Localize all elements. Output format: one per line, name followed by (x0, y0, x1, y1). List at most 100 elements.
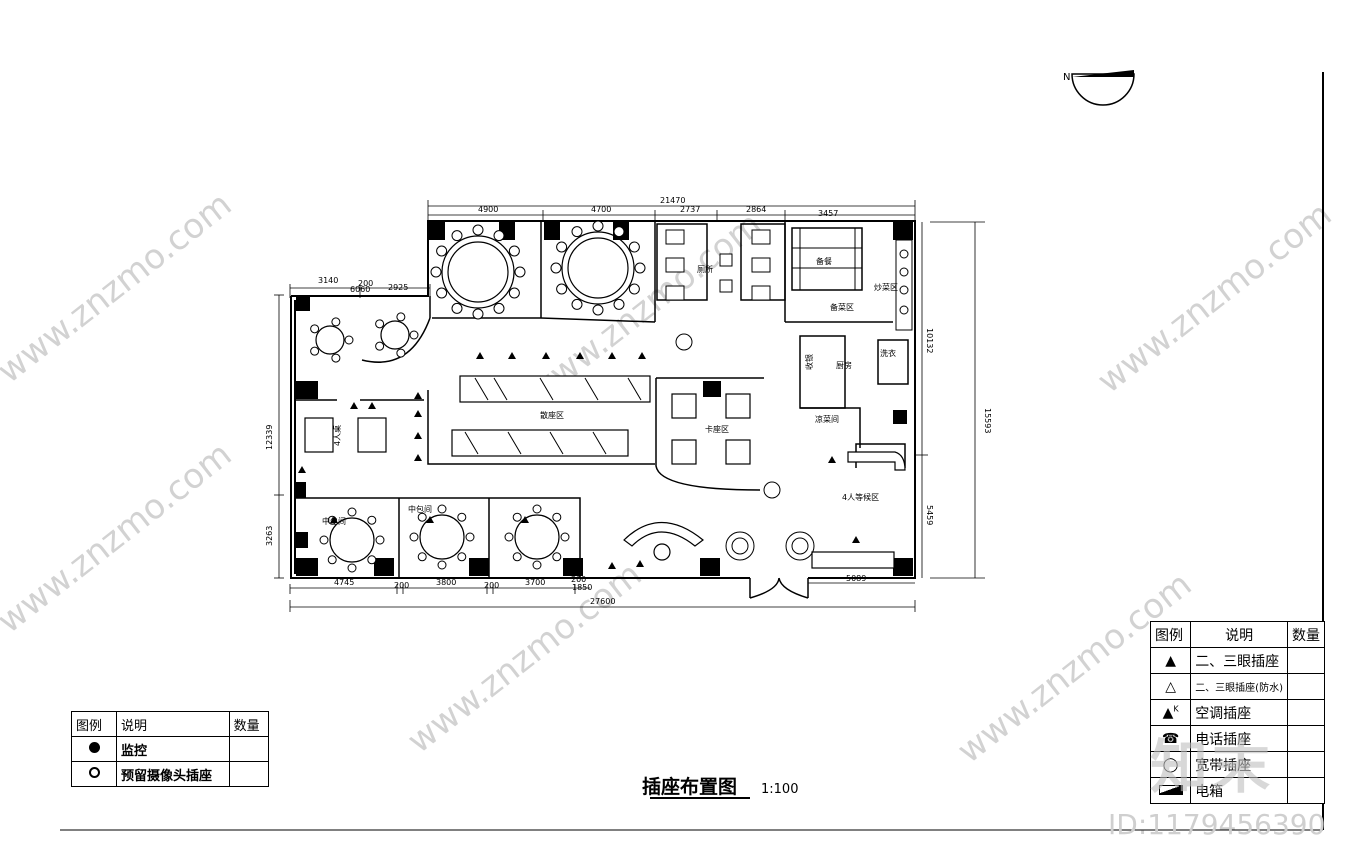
dim-bottom-1: 4745 (334, 578, 354, 587)
chair (514, 266, 526, 278)
label-storage: 备餐 (816, 256, 832, 266)
chair (512, 512, 522, 522)
socket-icon (350, 402, 358, 409)
socket-icon (608, 352, 616, 359)
chair (451, 230, 463, 242)
chair (504, 532, 514, 542)
plan-title: 插座布置图 (642, 776, 738, 798)
chair (560, 532, 570, 542)
socket-icon (636, 560, 644, 567)
dim-left-small: 3263 (265, 526, 274, 546)
camera-socket-icon (88, 766, 100, 778)
chair (417, 512, 427, 522)
chair (409, 330, 419, 340)
chair (571, 226, 583, 238)
dim-bottom-2: 200 (394, 581, 409, 590)
round-tables (315, 231, 635, 563)
socket-icon (298, 486, 306, 493)
chair (396, 348, 406, 358)
socket-icon (476, 352, 484, 359)
socket-icons (298, 352, 860, 569)
socket-icon (330, 516, 338, 523)
chair (331, 317, 341, 327)
chair (451, 302, 463, 314)
legend-row-qty (1287, 777, 1325, 804)
dim-top-5: 3457 (818, 209, 838, 218)
chairs (310, 220, 646, 573)
label-cold: 凉菜间 (815, 414, 839, 424)
socket-icon (426, 516, 434, 523)
chair (556, 283, 568, 295)
dimension-lines (274, 200, 985, 612)
label-cashier: 收银 (804, 354, 814, 370)
label-four-seat: 4人桌 (332, 425, 342, 446)
chair (367, 555, 377, 565)
dim-top-3: 2737 (680, 205, 700, 214)
dim-left-side: 12339 (265, 425, 274, 450)
legend-socket-table: 图例 说明 数量 ▲ 二、三眼插座 △ 二、三眼插座(防水) ▲K 空调插座 ☎… (1149, 621, 1325, 804)
chair (552, 512, 562, 522)
dimension-labels: 21470 4900 4700 2737 2864 3457 3140 200 … (265, 196, 992, 606)
phone-socket-icon: ☎ (1161, 730, 1180, 747)
socket-icon (576, 352, 584, 359)
legend-header-symbol: 图例 (1149, 621, 1192, 648)
socket-icon (542, 352, 550, 359)
legend-row-qty (1287, 725, 1325, 752)
chair (628, 283, 640, 295)
stove-row (895, 239, 913, 331)
electric-box-icon (1158, 784, 1183, 795)
legend-row-qty (228, 761, 270, 787)
legend-header-qty: 数量 (228, 711, 270, 737)
dim-left-top-4: 2925 (388, 283, 408, 292)
legend-row-qty (1287, 673, 1325, 700)
legend-row-label: 二、三眼插座(防水) (1190, 673, 1288, 700)
label-private-room-2: 中包间 (408, 504, 432, 514)
chair (347, 563, 357, 573)
socket-icon (608, 562, 616, 569)
chair (319, 535, 329, 545)
socket-icon (414, 454, 422, 461)
room-labels: 厕所 备餐 备菜区 炒菜区 洗衣 厨房 凉菜间 散座区 卡座区 4人桌 中包间 … (322, 256, 898, 526)
label-restroom: 厕所 (697, 264, 713, 274)
chair (457, 552, 467, 562)
legend-row-qty (1287, 751, 1325, 778)
hall-tables (304, 375, 751, 465)
dim-bottom-total: 27600 (590, 597, 615, 606)
outer-walls (290, 220, 916, 579)
chair (347, 507, 357, 517)
label-hall: 散座区 (540, 410, 564, 420)
toilet-fixtures (665, 229, 771, 301)
socket-icon (638, 352, 646, 359)
dim-top-2: 4700 (591, 205, 611, 214)
storage-racks (792, 228, 862, 290)
dim-bottom-5: 3700 (525, 578, 545, 587)
dim-right-upper: 10132 (925, 328, 934, 353)
legend-row-qty (228, 736, 270, 762)
label-prep: 备菜区 (830, 302, 854, 312)
legend-header-qty: 数量 (1287, 621, 1325, 648)
legend-row-label: 监控 (116, 736, 230, 762)
chair (472, 224, 484, 236)
socket-icon (298, 466, 306, 473)
chair (508, 287, 520, 299)
chair (437, 504, 447, 514)
chair (331, 353, 341, 363)
chair (327, 555, 337, 565)
label-kitchen: 厨房 (836, 360, 852, 370)
chair (532, 560, 542, 570)
chair (592, 220, 604, 232)
sofa (623, 451, 906, 569)
label-wok: 炒菜区 (874, 282, 898, 292)
camera-icon (88, 741, 100, 753)
chair (367, 515, 377, 525)
chair (310, 324, 320, 334)
legend-row-label: 电箱 (1190, 777, 1288, 804)
legend-header-desc: 说明 (1190, 621, 1288, 648)
chair (532, 504, 542, 514)
dim-bottom-6: 200 (571, 575, 586, 584)
north-label: N (1063, 72, 1070, 83)
chair (437, 560, 447, 570)
legend-monitor-table: 图例 说明 数量 监控 预留摄像头插座 (71, 711, 270, 787)
chair (550, 262, 562, 274)
